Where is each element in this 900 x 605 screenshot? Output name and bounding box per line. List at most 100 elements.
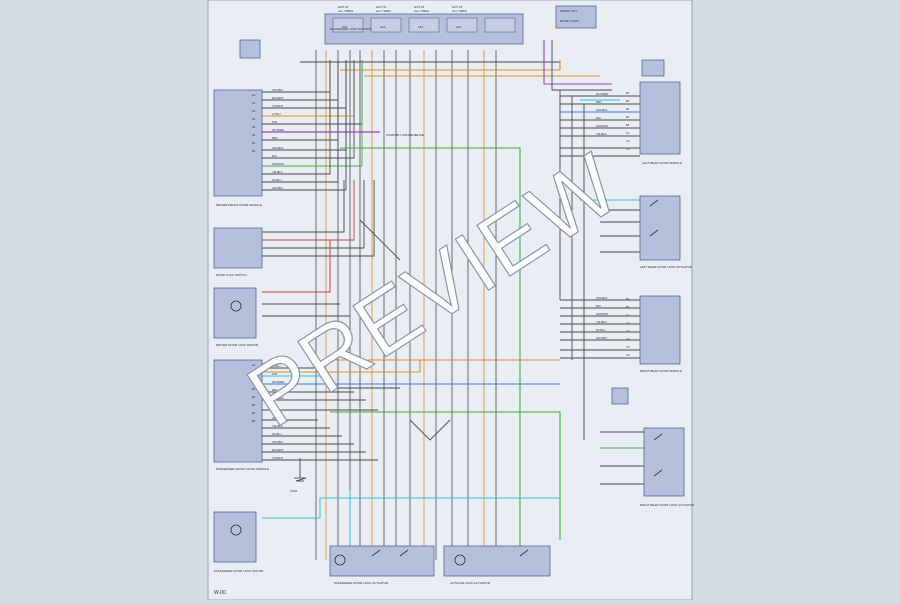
left-rear-lock-label: LEFT REAR DOOR LOCK ACTUATOR <box>640 265 693 269</box>
green-liftgate-wire <box>330 411 561 540</box>
smart-key-note: ENTRY LOCK <box>560 19 579 23</box>
page-ref: W-00 <box>214 590 226 596</box>
driver-door-lock-connector <box>239 39 261 59</box>
left-rear-module-label: LEFT REAR DOOR MODULE <box>642 161 682 165</box>
pin-code-label: C2 <box>626 321 630 325</box>
driver-module-label: DRIVER FRONT DOOR MODULE <box>216 203 262 207</box>
pin-code-label: A4 <box>252 117 256 121</box>
pin-code-label: B2 <box>626 99 630 103</box>
wire-code-label: LT BLU <box>272 112 281 116</box>
right-rear-module-label: RIGHT REAR DOOR MODULE <box>640 369 682 373</box>
ground-symbol-icon <box>294 470 307 482</box>
wire-code-label: WHT/RED <box>272 380 284 384</box>
switch-wire <box>262 180 365 249</box>
driver-door-lock-motor <box>213 287 257 339</box>
driver-module-wire <box>262 60 355 159</box>
wire-code-label: BLK <box>272 406 277 410</box>
wire-code-label: GRY/BLK <box>596 336 607 340</box>
wire-layer <box>262 40 644 560</box>
pin-code-label: A3 <box>252 109 256 113</box>
wire-code-label: GRY/BLK <box>272 186 283 190</box>
fuse-cell <box>484 17 516 33</box>
wire-code-label: GRY/BLK <box>272 440 283 444</box>
wire-code-label: YEL/BLK <box>596 132 607 136</box>
pass-lock-label: PASSENGER DOOR LOCK MOTOR <box>214 569 264 573</box>
passenger-door-lock-actuator-left <box>213 511 257 563</box>
pin-code-label: C1 <box>626 131 630 135</box>
wire-code-label: WHT/RED <box>596 92 608 96</box>
pin-code-label: B1 <box>252 387 256 391</box>
wire-code-label: BRN <box>272 388 278 392</box>
wire-code-label: YEL/BLK <box>596 320 607 324</box>
left-rear-door-lock-actuator <box>639 195 681 261</box>
right-rear-door-module <box>639 295 681 365</box>
smart-key-module <box>555 5 597 29</box>
pin-code-label: B1 <box>252 141 256 145</box>
wire-code-label: DK BLU <box>596 328 605 332</box>
pin-code-label: C4 <box>626 337 630 341</box>
red-lock-wire <box>262 240 331 293</box>
purple-key-wire <box>543 40 612 85</box>
switch-wire <box>262 180 375 257</box>
wire-code-label: LT BLU <box>272 364 281 368</box>
pass-door-label: PASSENGER FRONT DOOR MODULE <box>216 467 269 471</box>
driver-module-wire <box>262 60 339 183</box>
motor-symbol-icon <box>454 554 466 566</box>
fuse-rating-label: 15A <box>418 25 423 29</box>
fuse-top-label: HOT AT <box>452 5 463 9</box>
switch-contact-icon <box>653 469 663 477</box>
wire-code-label: TAN <box>272 372 277 376</box>
wire-code-label: WHT/RED <box>272 128 284 132</box>
fuse-mid-label: ALL TIMES <box>452 9 467 13</box>
fuse-mid-label: ALL TIMES <box>414 9 429 13</box>
liftgate-lock-actuator <box>443 545 551 577</box>
pin-code-label: B4 <box>626 297 630 301</box>
driver-module-wire <box>262 60 347 191</box>
pin-code-label: A6 <box>252 379 256 383</box>
junction-wire <box>409 419 451 441</box>
driver-module-wire <box>262 60 363 167</box>
comfort-note-label: COMFORT CONVENIENCE <box>386 133 424 137</box>
switch-contact-icon <box>399 549 409 557</box>
wire-code-label: BLK <box>596 116 601 120</box>
junction-wire <box>359 219 401 261</box>
fuse-cell <box>370 17 402 33</box>
green-liftgate-wire <box>340 147 521 560</box>
wire-code-label: YEL/BLK <box>272 424 283 428</box>
wire-code-label: BRN <box>596 100 602 104</box>
fuse-mid-label: ALL TIMES <box>338 9 353 13</box>
fuse-top-label: HOT IN <box>376 5 386 9</box>
wire-code-label: GRN/WHT <box>272 162 285 166</box>
motor-symbol-icon <box>230 524 242 536</box>
bottom-right-label: LIFTGATE LOCK ACTUATOR <box>450 581 491 585</box>
fuse-cell <box>408 17 440 33</box>
switch-contact-icon <box>649 199 659 207</box>
left-rear-door-module <box>639 81 681 155</box>
motor-symbol-icon <box>334 554 346 566</box>
pin-code-label: B5 <box>626 123 630 127</box>
switch-wire <box>262 180 345 233</box>
pin-code-label: A5 <box>252 371 256 375</box>
junction-box-label: PASSENGER JUNCTION BOX <box>330 27 372 31</box>
wire-code-label: BRN <box>272 136 278 140</box>
pin-code-label: A5 <box>252 125 256 129</box>
pin-code-label: B2 <box>252 395 256 399</box>
fuse-mid-label: ALL TIMES <box>376 9 391 13</box>
passenger-door-lock-actuator <box>329 545 435 577</box>
pin-code-label: B1 <box>626 91 630 95</box>
motor-symbol-icon <box>230 300 242 312</box>
fuse-rating-label: 20A <box>342 25 347 29</box>
fuse-top-label: HOT AT <box>414 5 425 9</box>
wire-code-label: TAN <box>272 120 277 124</box>
key-signal-wire <box>551 40 612 91</box>
right-rear-lock-label: RIGHT REAR DOOR LOCK ACTUATOR <box>640 503 695 507</box>
pin-code-label: B3 <box>252 403 256 407</box>
wire-code-label: VIO/WHT <box>272 456 284 460</box>
wire-code-label: DK BLU <box>272 178 281 182</box>
cyan-lock-wire <box>262 497 560 519</box>
rear-connector <box>641 59 665 77</box>
fuse-cell <box>446 17 478 33</box>
pin-code-label: C6 <box>626 353 630 357</box>
